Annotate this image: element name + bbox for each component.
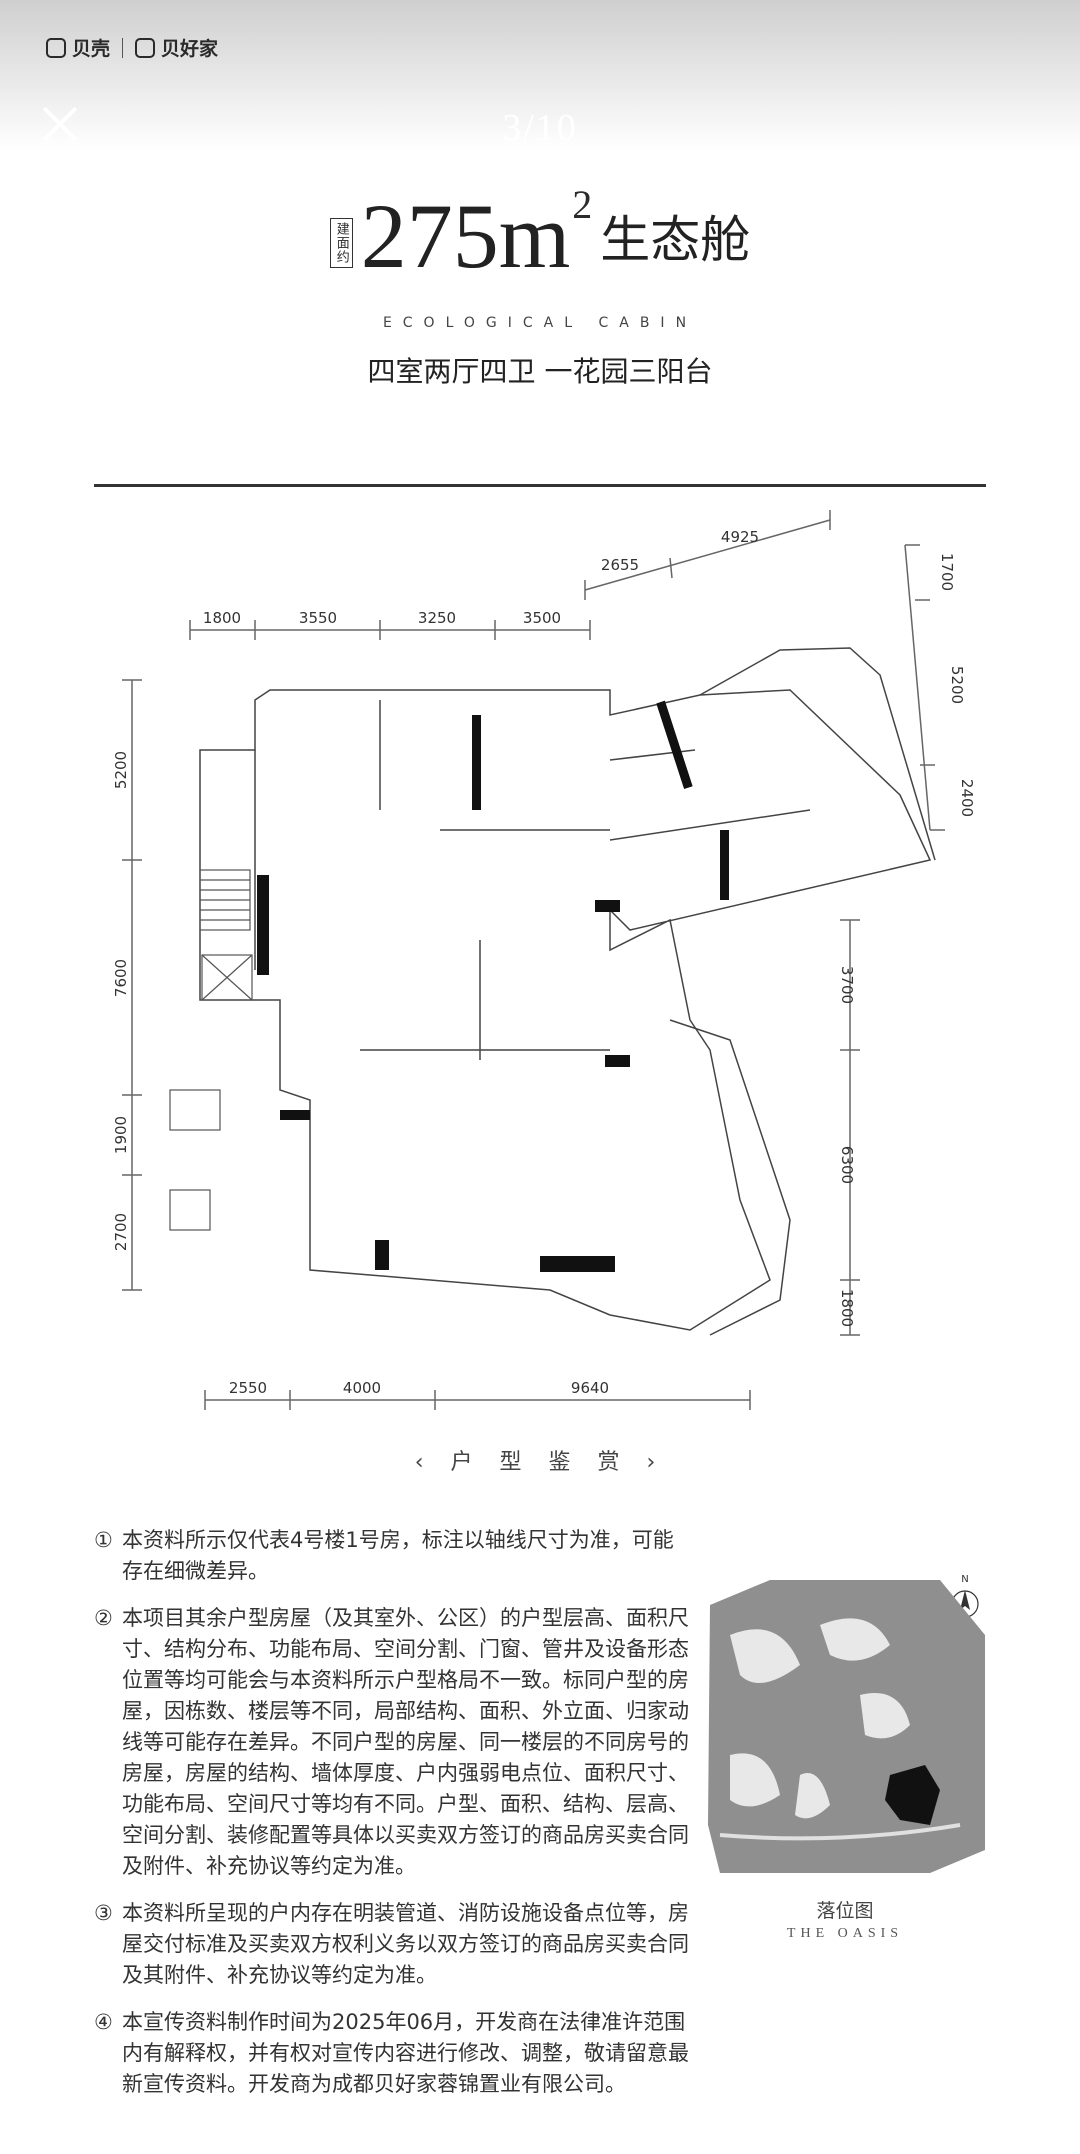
beihaojia-logo-icon (135, 37, 156, 58)
dimension-lines (122, 510, 945, 1410)
note-number: ③ (94, 1901, 113, 1925)
room-summary: 四室两厅四卫 一花园三阳台 (367, 355, 713, 388)
location-map (708, 1580, 985, 1873)
dim-top-1: 1800 (203, 609, 241, 627)
dim-right-upper-1: 1700 (938, 553, 956, 591)
area-superscript: 2 (572, 182, 593, 227)
close-icon (42, 106, 78, 142)
dim-right-lower-3: 1800 (838, 1289, 856, 1327)
close-button[interactable] (40, 104, 80, 144)
note-number: ④ (94, 2010, 113, 2034)
beike-logo-icon (46, 37, 66, 58)
note-text: 本项目其余户型房屋（及其室外、公区）的户型层高、面积尺寸、结构分布、功能布局、空… (122, 1606, 689, 1878)
title-block: 建面约 275m 2 生态舱 (0, 182, 1080, 287)
location-map-title: 落位图 (816, 1900, 874, 1922)
dim-top-2: 3550 (299, 609, 337, 627)
dim-left-3: 1900 (112, 1116, 130, 1154)
brand-logo: 贝壳 贝好家 (46, 34, 218, 61)
stairs-elevator (169, 869, 253, 1231)
dimension-labels: 1800 3550 3250 3500 2655 4925 1700 5200 … (112, 528, 976, 1397)
walls-solid (257, 700, 729, 1272)
svg-text:N: N (961, 1574, 968, 1585)
note-text: 本资料所示仅代表4号楼1号房，标注以轴线尺寸为准，可能存在细微差异。 (122, 1528, 674, 1583)
note-item: ④ 本宣传资料制作时间为2025年06月，开发商在法律准许范围内有解释权，并有权… (94, 2007, 694, 2100)
location-map-english: THE OASIS (786, 1926, 904, 1941)
dim-bottom-3: 9640 (571, 1379, 609, 1397)
dim-right-lower-2: 6300 (838, 1146, 856, 1184)
top-bar: 贝壳 贝好家 3/10 (0, 0, 1080, 150)
floor-plan: 1800 3550 3250 3500 2655 4925 1700 5200 … (112, 510, 976, 1410)
area-tag: 建面约 (329, 218, 353, 268)
dim-left-4: 2700 (112, 1213, 130, 1251)
walls-outline (199, 647, 936, 1336)
image-counter: 3/10 (502, 107, 578, 149)
dim-bottom-2: 4000 (343, 1379, 381, 1397)
disclaimer-notes: ① 本资料所示仅代表4号楼1号房，标注以轴线尺寸为准，可能存在细微差异。 ② 本… (94, 1525, 694, 2116)
dim-right-lower-1: 3700 (838, 966, 856, 1004)
note-text: 本资料所呈现的户内存在明装管道、消防设施设备点位等，房屋交付标准及买卖双方权利义… (122, 1901, 689, 1987)
dim-top-4: 3500 (523, 609, 561, 627)
dim-right-upper-3: 2400 (958, 779, 976, 817)
gallery-caption: ‹ 户 型 鉴 赏 › (414, 1450, 666, 1475)
dim-left-2: 7600 (112, 959, 130, 997)
note-item: ② 本项目其余户型房屋（及其室外、公区）的户型层高、面积尺寸、结构分布、功能布局… (94, 1603, 694, 1882)
unit-english-name: ECOLOGICAL CABIN (382, 315, 698, 331)
note-item: ③ 本资料所呈现的户内存在明装管道、消防设施设备点位等，房屋交付标准及买卖双方权… (94, 1898, 694, 1991)
note-text: 本宣传资料制作时间为2025年06月，开发商在法律准许范围内有解释权，并有权对宣… (122, 2010, 689, 2096)
divider (94, 484, 986, 487)
dim-bottom-1: 2550 (229, 1379, 267, 1397)
dim-right-upper-2: 5200 (948, 666, 966, 704)
note-item: ① 本资料所示仅代表4号楼1号房，标注以轴线尺寸为准，可能存在细微差异。 (94, 1525, 694, 1587)
note-number: ① (94, 1528, 113, 1552)
brand-name-beihaojia: 贝好家 (161, 38, 219, 60)
dim-topright-1: 2655 (601, 556, 639, 574)
dim-top-3: 3250 (418, 609, 456, 627)
brand-separator (122, 37, 124, 58)
dim-topright-2: 4925 (721, 528, 759, 546)
note-number: ② (94, 1606, 113, 1630)
unit-name: 生态舱 (600, 211, 751, 269)
area-number: 275m (360, 185, 571, 287)
brand-name-beike: 贝壳 (72, 38, 111, 60)
dim-left-1: 5200 (112, 751, 130, 789)
